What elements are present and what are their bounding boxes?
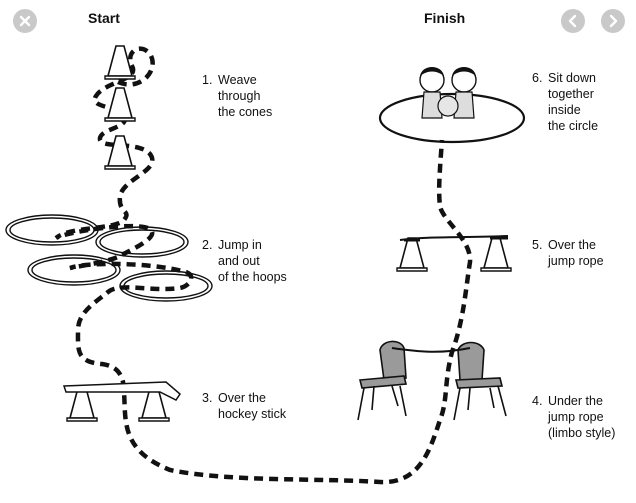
- step-1-line-3: the cones: [218, 105, 273, 119]
- step-3-line-1: Over the: [218, 391, 266, 405]
- step-1-label: 1. Weave through the cones: [202, 72, 273, 120]
- step-4-line-1: Under the: [548, 394, 603, 408]
- hoops: [5, 214, 213, 302]
- step-6-line-3: inside: [548, 103, 581, 117]
- step-3-label: 3. Over the hockey stick: [202, 390, 287, 422]
- close-icon: [19, 15, 31, 27]
- step-6-number: 6.: [532, 71, 543, 85]
- cone-1: [104, 45, 136, 80]
- cone-3: [104, 135, 136, 170]
- course-path: [54, 46, 473, 485]
- step-2-line-1: Jump in: [218, 238, 262, 252]
- step-5-label: 5. Over the jump rope: [532, 237, 604, 269]
- jump-rope-station: [396, 235, 512, 272]
- step-3-number: 3.: [202, 391, 213, 405]
- step-1-line-1: Weave: [218, 73, 257, 87]
- step-4-line-3: (limbo style): [548, 426, 616, 440]
- step-6-line-4: the circle: [548, 119, 599, 133]
- next-button[interactable]: [601, 9, 625, 33]
- step-2-line-3: of the hoops: [218, 270, 287, 284]
- limbo-station: [357, 340, 507, 421]
- step-6-line-2: together: [548, 87, 594, 101]
- previous-button[interactable]: [561, 9, 585, 33]
- hockey-stick-station: [62, 381, 181, 422]
- step-6-label: 6. Sit down together inside the circle: [532, 70, 599, 134]
- step-5-number: 5.: [532, 238, 543, 252]
- finish-title: Finish: [424, 10, 466, 26]
- cone-2: [104, 87, 136, 122]
- chevron-left-icon: [568, 14, 577, 28]
- step-4-label: 4. Under the jump rope (limbo style): [532, 393, 616, 441]
- step-2-label: 2. Jump in and out of the hoops: [202, 237, 287, 285]
- step-4-number: 4.: [532, 394, 543, 408]
- finish-circle: [378, 67, 526, 144]
- step-5-line-1: Over the: [548, 238, 596, 252]
- close-button[interactable]: [13, 9, 37, 33]
- chevron-right-icon: [609, 14, 618, 28]
- step-2-number: 2.: [202, 238, 213, 252]
- step-1-line-2: through: [218, 89, 261, 103]
- step-2-line-2: and out: [218, 254, 260, 268]
- step-3-line-2: hockey stick: [218, 407, 287, 421]
- step-6-line-1: Sit down: [548, 71, 596, 85]
- step-1-number: 1.: [202, 73, 213, 87]
- step-4-line-2: jump rope: [548, 410, 604, 424]
- step-5-line-2: jump rope: [548, 254, 604, 268]
- start-title: Start: [88, 10, 120, 26]
